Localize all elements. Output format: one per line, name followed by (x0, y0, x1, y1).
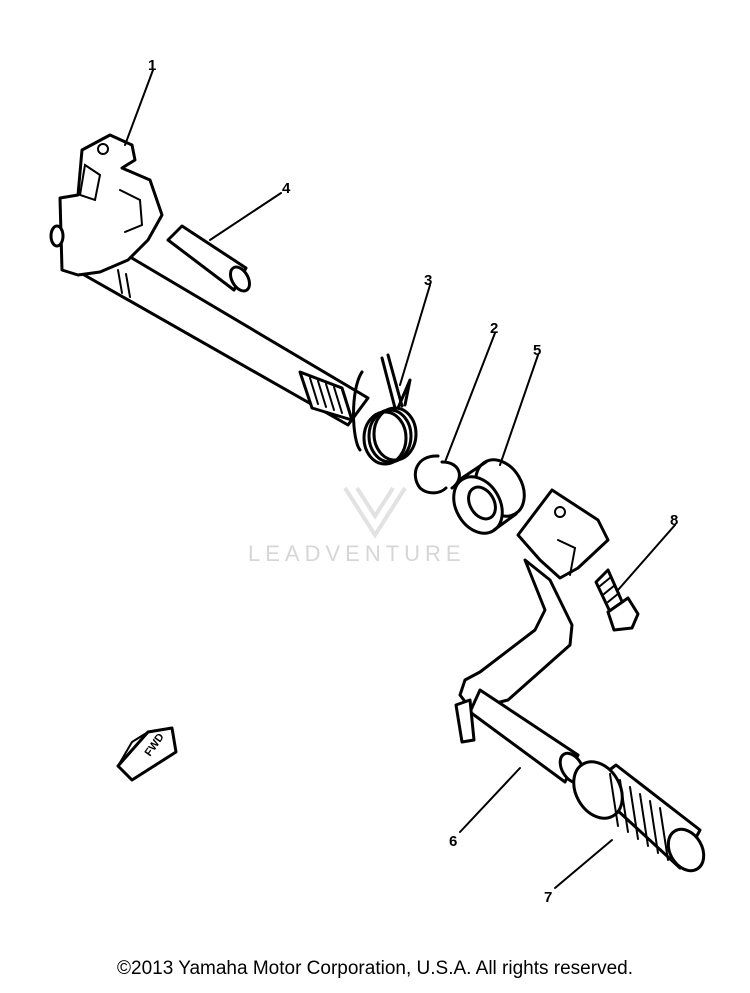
leader-3 (399, 284, 431, 386)
callout-8: 8 (670, 512, 678, 529)
callout-4: 4 (282, 180, 291, 197)
callout-6: 6 (449, 833, 457, 850)
copyright-notice: ©2013 Yamaha Motor Corporation, U.S.A. A… (117, 958, 633, 979)
callout-1: 1 (148, 57, 156, 74)
leader-7 (554, 839, 613, 889)
part-shift-shaft (49, 133, 370, 427)
leader-6 (459, 767, 521, 833)
watermark-logo (343, 486, 407, 539)
callout-3: 3 (424, 272, 432, 289)
callout-7: 7 (544, 889, 552, 906)
part-oil-seal (452, 458, 526, 535)
part-shift-pedal (454, 488, 610, 785)
part-torsion-spring (352, 353, 418, 466)
part-pin (166, 224, 251, 293)
part-circlip (414, 454, 461, 495)
callout-leaders (124, 69, 676, 889)
part-bolt (594, 568, 640, 632)
leader-1 (124, 69, 154, 146)
leader-8 (617, 524, 676, 591)
watermark-text: LEADVENTURE (248, 541, 466, 566)
part-pedal-rubber (572, 760, 706, 873)
callout-5: 5 (533, 342, 541, 359)
fwd-arrow-icon: FWD (116, 726, 178, 782)
leader-5 (499, 354, 539, 466)
leader-4 (209, 192, 282, 241)
leader-2 (444, 332, 496, 463)
callout-2: 2 (490, 320, 498, 337)
